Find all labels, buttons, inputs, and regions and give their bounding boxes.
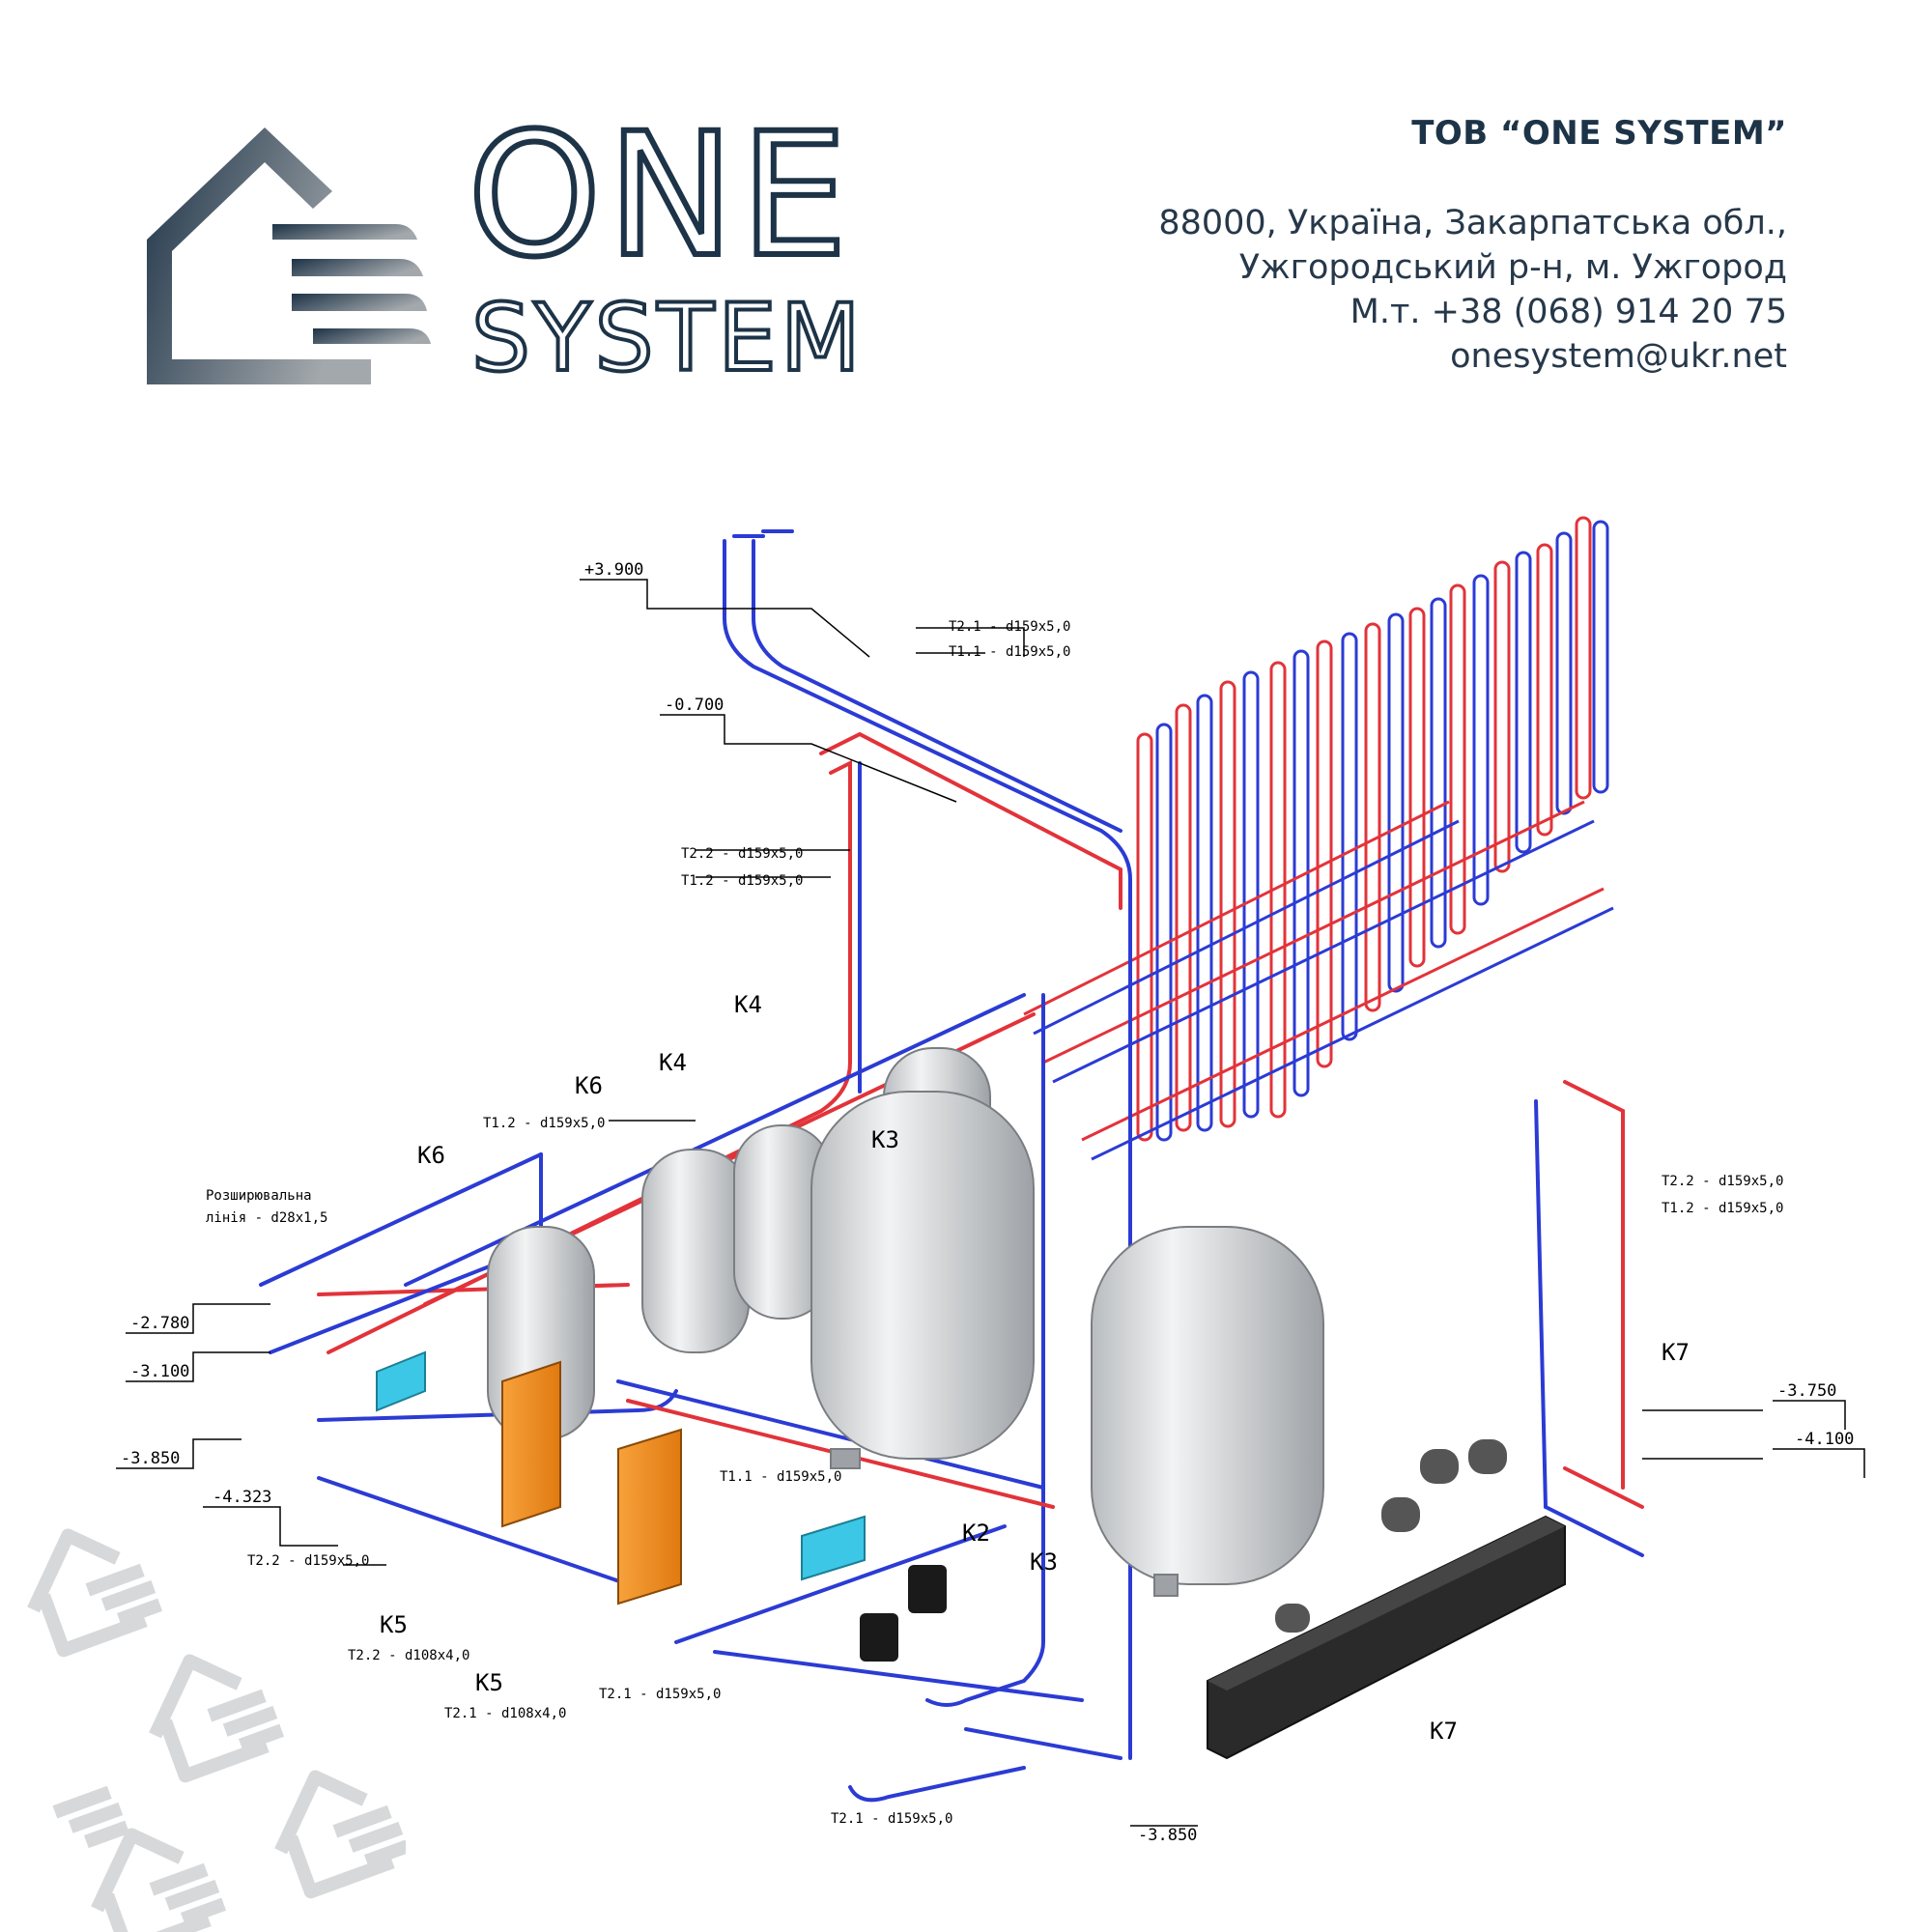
pipe-label: T2.1 - d159x5,0 bbox=[949, 619, 1070, 635]
equipment-label: K3 bbox=[1030, 1548, 1058, 1576]
tank-k3-2 bbox=[1091, 1226, 1324, 1585]
pumps bbox=[860, 1439, 1507, 1662]
tanks bbox=[487, 1047, 1324, 1597]
pipe-label: T2.1 - d159x5,0 bbox=[831, 1811, 952, 1827]
elevation-label: -4.323 bbox=[213, 1488, 271, 1507]
wordmark: ONE SYSTEM bbox=[468, 114, 865, 394]
equipment-labels: K4 K4 K6 K6 K3 K3 K2 K5 K5 K7 K7 bbox=[380, 991, 1690, 1745]
equipment-label: K3 bbox=[871, 1126, 899, 1153]
pipe-label: T2.2 - d108x4,0 bbox=[348, 1648, 469, 1663]
equipment-label: K4 bbox=[734, 991, 762, 1018]
tank-k6-2 bbox=[641, 1149, 750, 1353]
elevation-label: -3.750 bbox=[1777, 1381, 1836, 1401]
riser-pipes bbox=[1136, 516, 1609, 1142]
equipment-label: K4 bbox=[659, 1049, 687, 1076]
pipe-label: лінія - d28x1,5 bbox=[206, 1210, 327, 1226]
leader-lines bbox=[116, 579, 1865, 1827]
watermark-logos bbox=[27, 1528, 406, 1932]
pipe-label: T2.1 - d159x5,0 bbox=[599, 1687, 721, 1702]
elevation-label: -0.700 bbox=[665, 696, 724, 715]
elevation-label: -3.850 bbox=[121, 1449, 180, 1468]
elevation-label: -2.780 bbox=[130, 1314, 189, 1333]
wordmark-one: ONE bbox=[468, 114, 853, 295]
equipment-label: K5 bbox=[380, 1611, 408, 1638]
pipe-label: T1.2 - d159x5,0 bbox=[1662, 1201, 1783, 1216]
pipe-label: T2.1 - d108x4,0 bbox=[444, 1706, 566, 1721]
house-logo-icon bbox=[147, 128, 431, 384]
pipe-label: T2.2 - d159x5,0 bbox=[1662, 1174, 1783, 1189]
phone: М.т. +38 (068) 914 20 75 bbox=[1350, 293, 1787, 331]
pipe-label: T1.2 - d159x5,0 bbox=[483, 1116, 605, 1131]
wordmark-system: SYSTEM bbox=[471, 284, 865, 392]
collector-k7 bbox=[1207, 1515, 1566, 1760]
pipe-label: T1.1 - d159x5,0 bbox=[949, 644, 1070, 660]
elevation-label: -3.850 bbox=[1138, 1826, 1197, 1845]
pipe-label: T1.1 - d159x5,0 bbox=[720, 1469, 841, 1485]
pipe-label: T1.2 - d159x5,0 bbox=[681, 873, 803, 889]
email-link[interactable]: onesystem@ukr.net bbox=[1450, 337, 1787, 376]
pipe-label: T2.2 - d159x5,0 bbox=[247, 1553, 369, 1569]
pipe-label: T2.2 - d159x5,0 bbox=[681, 846, 803, 862]
equipment-label: K6 bbox=[575, 1072, 603, 1099]
tank-k3 bbox=[810, 1091, 1035, 1460]
address-line-1: 88000, Україна, Закарпатська обл., bbox=[1158, 204, 1787, 242]
pipe-label: Розширювальна bbox=[206, 1188, 312, 1204]
equipment-label: K7 bbox=[1662, 1339, 1690, 1366]
elevation-labels: +3.900 -0.700 -2.780 -3.100 -3.850 -4.32… bbox=[121, 560, 1854, 1845]
company-name: ТОВ “ONE SYSTEM” bbox=[1411, 114, 1787, 153]
elevation-label: +3.900 bbox=[584, 560, 643, 580]
equipment-label: K7 bbox=[1430, 1718, 1458, 1745]
filters bbox=[376, 1350, 866, 1581]
heat-exchangers bbox=[501, 1360, 682, 1605]
address-line-2: Ужгородський р-н, м. Ужгород bbox=[1238, 248, 1787, 287]
elevation-label: -3.100 bbox=[130, 1362, 189, 1381]
equipment-label: K2 bbox=[962, 1520, 990, 1547]
equipment-label: K5 bbox=[475, 1669, 503, 1696]
elevation-label: -4.100 bbox=[1795, 1430, 1854, 1449]
header-pipes bbox=[1023, 800, 1614, 1161]
equipment-label: K6 bbox=[417, 1142, 445, 1169]
pipe-labels: T2.1 - d159x5,0 T1.1 - d159x5,0 T2.2 - d… bbox=[206, 619, 1783, 1827]
company-info: ТОВ “ONE SYSTEM” 88000, Україна, Закарпа… bbox=[1158, 114, 1787, 379]
